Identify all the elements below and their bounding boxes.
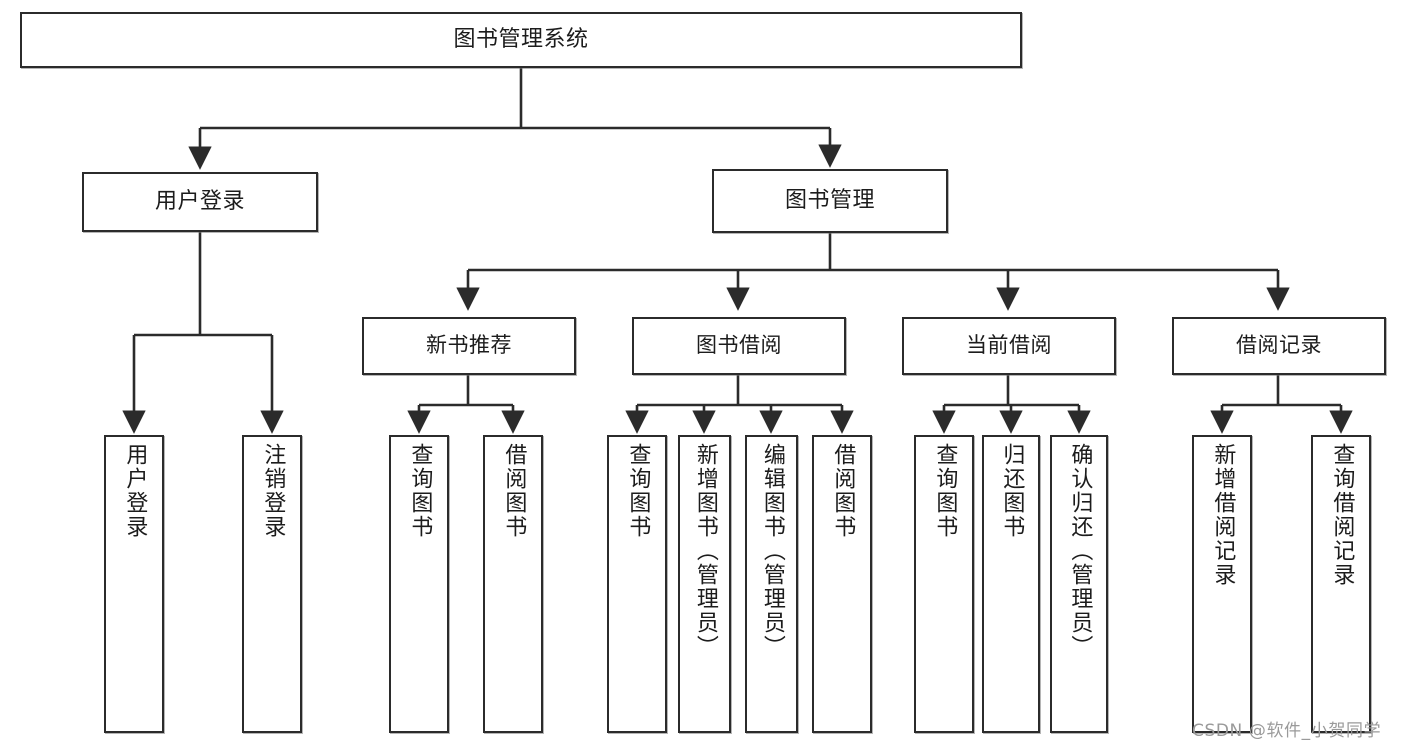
node-label: 图书管理系统 (453, 26, 589, 52)
leaf-borrow-record-query-record[interactable]: 查询借阅记录 (1311, 435, 1371, 733)
leaf-user-login-logout[interactable]: 注销登录 (242, 435, 302, 733)
node-label: 查询图书 (932, 443, 958, 539)
node-label: 归还图书 (999, 443, 1025, 539)
node-label: 借阅图书 (830, 443, 856, 539)
node-label: 图书管理 (784, 187, 875, 213)
node-label: 借阅记录 (1236, 333, 1322, 358)
node-borrowing-record[interactable]: 借阅记录 (1172, 317, 1386, 375)
node-label: 图书借阅 (696, 333, 782, 358)
leaf-user-login-login[interactable]: 用户登录 (104, 435, 164, 733)
leaf-current-borrow-confirm-return-admin[interactable]: 确认归还（管理员） (1050, 435, 1108, 733)
node-label: 当前借阅 (966, 333, 1052, 358)
leaf-book-borrow-query-book[interactable]: 查询图书 (607, 435, 667, 733)
leaf-book-borrow-borrow-book[interactable]: 借阅图书 (812, 435, 872, 733)
leaf-current-borrow-query-book[interactable]: 查询图书 (914, 435, 974, 733)
node-label: 查询借阅记录 (1329, 443, 1355, 587)
node-label: 注销登录 (260, 443, 286, 539)
node-root-book-management-system[interactable]: 图书管理系统 (20, 12, 1022, 68)
leaf-book-borrow-edit-book-admin[interactable]: 编辑图书（管理员） (745, 435, 798, 733)
node-label: 借阅图书 (501, 443, 527, 539)
node-book-management[interactable]: 图书管理 (712, 169, 948, 233)
node-label: 新增借阅记录 (1210, 443, 1236, 587)
leaf-new-book-borrow-book[interactable]: 借阅图书 (483, 435, 543, 733)
node-label: 确认归还（管理员） (1067, 443, 1093, 659)
node-label: 查询图书 (407, 443, 433, 539)
leaf-new-book-query-book[interactable]: 查询图书 (389, 435, 449, 733)
node-label: 查询图书 (625, 443, 651, 539)
node-label: 用户登录 (122, 443, 148, 539)
node-label: 新增图书（管理员） (692, 443, 718, 659)
node-label: 编辑图书（管理员） (759, 443, 785, 659)
node-label: 用户登录 (154, 188, 245, 214)
leaf-borrow-record-add-record[interactable]: 新增借阅记录 (1192, 435, 1252, 733)
node-book-borrowing[interactable]: 图书借阅 (632, 317, 846, 375)
leaf-book-borrow-add-book-admin[interactable]: 新增图书（管理员） (678, 435, 731, 733)
node-user-login[interactable]: 用户登录 (82, 172, 318, 232)
node-label: 新书推荐 (426, 333, 512, 358)
node-new-book-recommendation[interactable]: 新书推荐 (362, 317, 576, 375)
node-current-borrowing[interactable]: 当前借阅 (902, 317, 1116, 375)
leaf-current-borrow-return-book[interactable]: 归还图书 (982, 435, 1040, 733)
